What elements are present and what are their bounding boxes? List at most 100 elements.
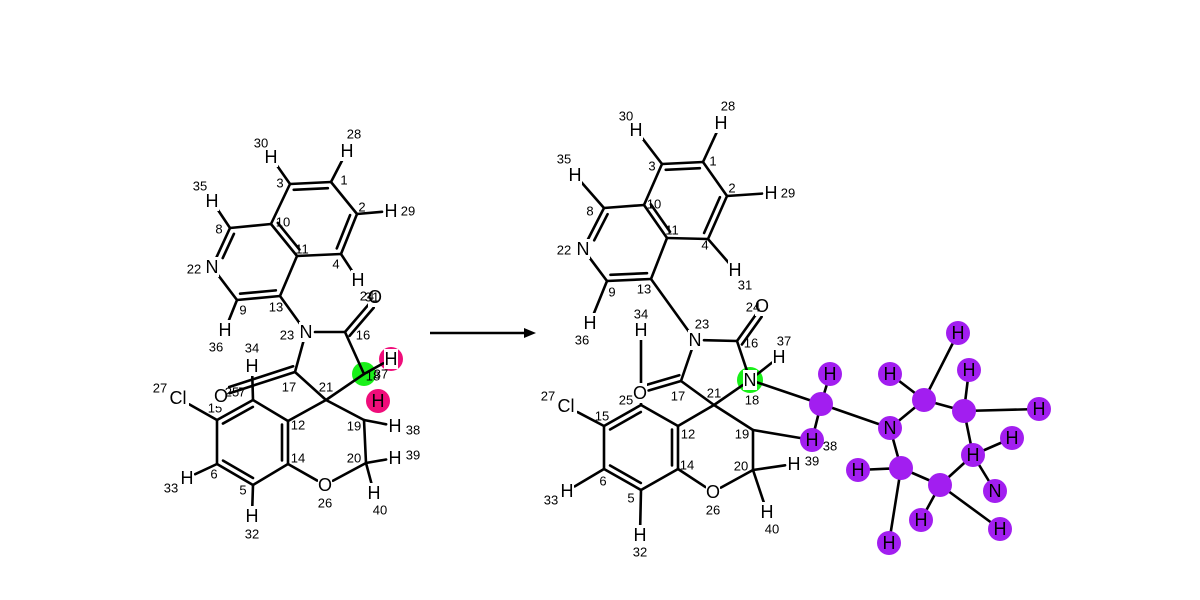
reactant-atom-H39: H (389, 448, 402, 468)
product-atom-index-C14: 14 (680, 458, 694, 473)
P-bond-C21-N18 (712, 383, 744, 407)
product-atom-H35: H (569, 165, 582, 185)
R-bond-C2-C4-inner (335, 213, 352, 250)
fragment-atom-9: H (1033, 399, 1046, 419)
reactant-atom-Cl27: Cl (170, 388, 187, 408)
product-atom-index-C11: 11 (665, 223, 679, 238)
P-bond-C2-H29 (725, 192, 764, 198)
P-bond-C13-C11 (649, 236, 669, 281)
P-bond-C11-C10 (642, 203, 669, 240)
R-bond-C20-H40 (364, 461, 373, 486)
reactant-atom-index-H38: 38 (406, 423, 420, 438)
fragment-atom-14: N (989, 481, 1002, 501)
R-bond-C7-C15-inner (221, 405, 255, 425)
fragment-atom-highlight-13 (928, 473, 952, 497)
reactant-atom-O26: O (318, 475, 332, 495)
reactant-atom-bg-H30 (264, 147, 278, 167)
R-bond-C11-C10 (269, 222, 299, 258)
product-atom-index-C4: 4 (701, 238, 708, 253)
product-atom-index-N23: 23 (695, 317, 709, 332)
product-atom-H30: H (630, 120, 643, 140)
R-bond-C8-N22 (214, 226, 232, 261)
bond-layer (188, 129, 1041, 545)
product-atom-bg-H34 (634, 320, 648, 340)
R-bond-C9-C13-inner (238, 289, 278, 295)
P-bond-C6-C5 (602, 467, 643, 492)
P-bond-C2-C4 (706, 194, 729, 241)
product-atom-O25: O (633, 383, 647, 403)
product-atom-bg-Cl27 (555, 396, 577, 416)
product-atom-index-C13: 13 (637, 282, 651, 297)
reactant-atom-index-C21: 21 (319, 380, 333, 395)
product-atom-H37: H (773, 347, 786, 367)
reactant-atom-index-C13: 13 (269, 300, 283, 315)
P-bond-C13-N23 (649, 277, 692, 335)
P-bond-C11-C10-inner (649, 203, 672, 234)
fragment-atom-highlight-18 (800, 428, 824, 452)
reactant-atom-index-C5: 5 (239, 483, 246, 498)
P-bond-C1-C2 (701, 160, 729, 198)
product-atom-bg-H37 (772, 347, 786, 367)
P-bond-C10-C8 (602, 203, 646, 210)
R-bond-C9-C13 (235, 294, 282, 302)
reactant-atom-index-H30: 30 (254, 136, 268, 151)
product-atom-H29: H (765, 183, 778, 203)
reactant-atom-index-N23: 23 (280, 328, 294, 343)
reactant-atom-bg-H32 (245, 506, 259, 526)
reactant-atom-H37: H (385, 349, 398, 369)
product-atom-bg-H35 (568, 165, 582, 185)
R-bond-C2-H29 (355, 210, 384, 216)
reactant-atom-O25: O (214, 386, 228, 406)
fragment-atom-1: H (884, 364, 897, 384)
P-bond-C9-C13 (605, 277, 653, 283)
P-bond-C3-H30 (640, 135, 664, 166)
fragment-atom-2: H (952, 323, 965, 343)
reaction-arrow (430, 328, 536, 338)
product-atom-bg-H30 (629, 120, 643, 140)
R-bond-C15-Cl27 (188, 403, 219, 422)
P-bond-C4-C11 (665, 236, 710, 241)
product-atom-Cl27: Cl (558, 396, 575, 416)
reactant-atom-bg-N23 (299, 322, 313, 342)
R-bond-C16-O24 (343, 302, 371, 334)
P-bond-C7-C15 (602, 403, 643, 428)
P-bond-C10-C3 (642, 162, 664, 207)
reactant-atom-index-C16: 16 (356, 328, 370, 343)
product-atom-index-C9: 9 (608, 285, 615, 300)
R-bond-C19-H38 (362, 418, 388, 426)
R-bond-C17-C21 (293, 370, 328, 402)
reactant-atom-index-H40: 40 (373, 503, 387, 518)
reactant-atom-H31: H (352, 270, 365, 290)
fragment-bond-2 (819, 402, 892, 430)
product-atom-index-H29: 29 (781, 186, 795, 201)
reactant-h-leaving-highlight (366, 389, 390, 413)
reactant-atom-index-O24: 24 (360, 289, 374, 304)
product-atom-index-C19: 19 (735, 427, 749, 442)
reactant-atom-index-C8: 8 (215, 222, 222, 237)
reactant-atom-H38: H (389, 416, 402, 436)
product-atom-index-H33: 33 (544, 493, 558, 508)
product-atom-index-C10: 10 (647, 197, 661, 212)
R-bond-C3-C1 (288, 180, 333, 186)
P-bond-O26-C14 (676, 467, 707, 489)
fragment-atom-11: H (852, 460, 865, 480)
R-bond-C20-H39 (364, 458, 388, 465)
product-atom-bg-N22 (576, 239, 590, 259)
product-atom-N18: N (744, 370, 757, 390)
reactant-atom-index-H36: 36 (209, 340, 223, 355)
fragment-atom-highlight-17 (988, 517, 1012, 541)
reactant-atom-index-C2: 2 (358, 200, 365, 215)
product-atom-H36: H (584, 313, 597, 333)
P-bond-C20-H39 (751, 464, 787, 472)
reactant-atom-bg-H39 (388, 448, 402, 468)
P-bond-C17-O25 (647, 379, 683, 392)
reactant-atom-H36: H (219, 320, 232, 340)
product-atom-index-O24: 24 (746, 300, 760, 315)
P-bond-C21-C19 (712, 403, 755, 432)
product-atom-index-C20: 20 (734, 459, 748, 474)
reactant-atom-bg-O25 (214, 386, 228, 406)
reactant-atom-index-C3: 3 (276, 176, 283, 191)
reactant-atom-index-C1: 1 (340, 173, 347, 188)
reactant-atom-index-N18: 18 (366, 369, 380, 384)
